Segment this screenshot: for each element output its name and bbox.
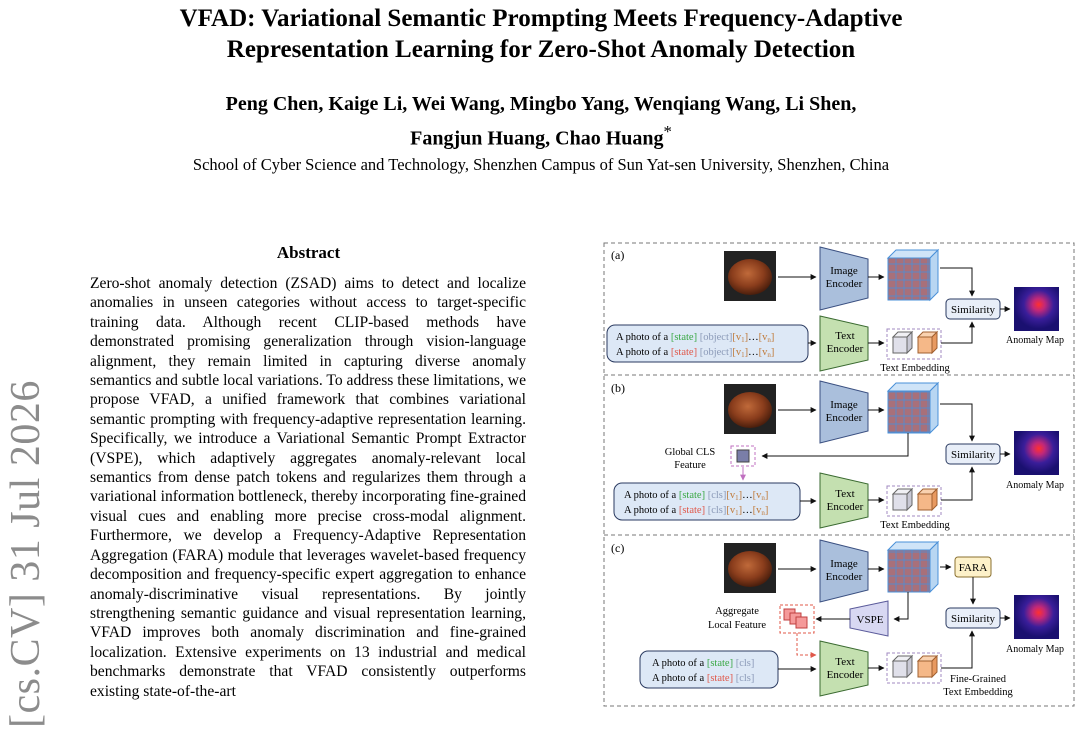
author-list: Peng Chen, Kaige Li, Wei Wang, Mingbo Ya…	[0, 91, 1082, 153]
affiliation: School of Cyber Science and Technology, …	[192, 155, 890, 174]
similarity-label: Similarity	[951, 613, 996, 625]
authors-line-2-names: Fangjun Huang, Chao Huang	[410, 127, 664, 150]
text-embedding-label: Text Embedding	[880, 363, 950, 374]
title-line-1: VFAD: Variational Semantic Prompting Mee…	[179, 5, 903, 32]
patch-features	[886, 381, 940, 435]
prompt-normal: A photo of a [state] [cls]	[652, 658, 754, 669]
aggregate-local-label: Aggregate	[715, 606, 759, 617]
prompt-normal: A photo of a [state] [cls][v1]…[vn]	[624, 490, 768, 502]
prompt-normal: A photo of a [state] [object][v1]…[vn]	[616, 332, 774, 344]
prompt-abnormal: A photo of a [state] [cls][v1]…[vn]	[624, 505, 768, 517]
similarity-label: Similarity	[951, 304, 996, 316]
image-encoder	[819, 539, 869, 603]
image-encoder	[819, 246, 869, 311]
global-cls-token	[736, 449, 750, 463]
anomaly-map	[1014, 431, 1059, 475]
image-encoder-label: Image	[830, 265, 858, 277]
text-embedding	[886, 328, 942, 360]
authors-line-1: Peng Chen, Kaige Li, Wei Wang, Mingbo Ya…	[225, 93, 857, 115]
panel-c-label: (c)	[611, 541, 624, 555]
prompt-abnormal: A photo of a [state] [cls]	[652, 673, 754, 684]
image-encoder-label: Image	[830, 558, 858, 570]
fara-label: FARA	[959, 562, 988, 574]
text-encoder-label: Text	[835, 330, 854, 342]
image-encoder-label: Encoder	[826, 571, 863, 583]
panel-c: (c) Image Encoder FARA VSPE Aggregate Lo…	[611, 539, 1064, 698]
patch-features	[886, 540, 940, 594]
text-embedding	[886, 485, 942, 517]
hazelnut-image	[728, 259, 772, 295]
text-encoder-label: Encoder	[827, 501, 864, 513]
image-encoder-label: Image	[830, 399, 858, 411]
panel-a: (a) Image Encoder Similarity Anomaly Map…	[606, 246, 1064, 374]
fine-grained-text-embedding	[886, 652, 942, 684]
text-encoder	[819, 315, 869, 372]
fine-grained-embedding-label: Fine-Grained	[950, 674, 1007, 685]
figure-frame	[603, 242, 1075, 707]
prompt-abnormal: A photo of a [state] [object][v1]…[vn]	[616, 347, 774, 359]
hazelnut-image	[728, 392, 772, 428]
text-encoder	[819, 640, 869, 697]
image-encoder-label: Encoder	[826, 412, 863, 424]
text-encoder-label: Encoder	[827, 669, 864, 681]
panel-b-label: (b)	[611, 381, 625, 395]
abstract-body: Zero-shot anomaly detection (ZSAD) aims …	[90, 275, 526, 700]
abstract-heading: Abstract	[276, 243, 341, 262]
panel-b: (b) Image Encoder Global CLS Feature Sim…	[611, 380, 1064, 531]
anomaly-map	[1014, 287, 1059, 331]
similarity-label: Similarity	[951, 449, 996, 461]
text-encoder-label: Text	[835, 656, 854, 668]
vspe-module	[849, 600, 889, 637]
authors-line-2: Fangjun Huang, Chao Huang*	[0, 118, 1082, 153]
vspe-label: VSPE	[857, 614, 884, 626]
text-encoder	[819, 472, 869, 529]
global-cls-label: Global CLS	[665, 447, 716, 458]
aggregate-local-label: Local Feature	[708, 620, 766, 631]
hazelnut-image	[728, 551, 772, 587]
anomaly-map-label: Anomaly Map	[1006, 335, 1064, 346]
panel-a-label: (a)	[611, 248, 624, 262]
text-encoder-label: Text	[835, 488, 854, 500]
anomaly-map-label: Anomaly Map	[1006, 644, 1064, 655]
fine-grained-embedding-label: Text Embedding	[943, 687, 1013, 698]
paper-title: VFAD: Variational Semantic Prompting Mee…	[0, 3, 1082, 65]
anomaly-map-label: Anomaly Map	[1006, 480, 1064, 491]
text-embedding-label: Text Embedding	[880, 520, 950, 531]
corresponding-author-mark: *	[663, 122, 672, 141]
text-encoder-label: Encoder	[827, 343, 864, 355]
global-cls-label: Feature	[674, 460, 706, 471]
anomaly-map	[1014, 595, 1059, 639]
image-encoder	[819, 380, 869, 444]
patch-features	[886, 248, 940, 302]
local-feature-tokens	[779, 604, 815, 634]
image-encoder-label: Encoder	[826, 278, 863, 290]
title-line-2: Representation Learning for Zero-Shot An…	[226, 36, 856, 63]
